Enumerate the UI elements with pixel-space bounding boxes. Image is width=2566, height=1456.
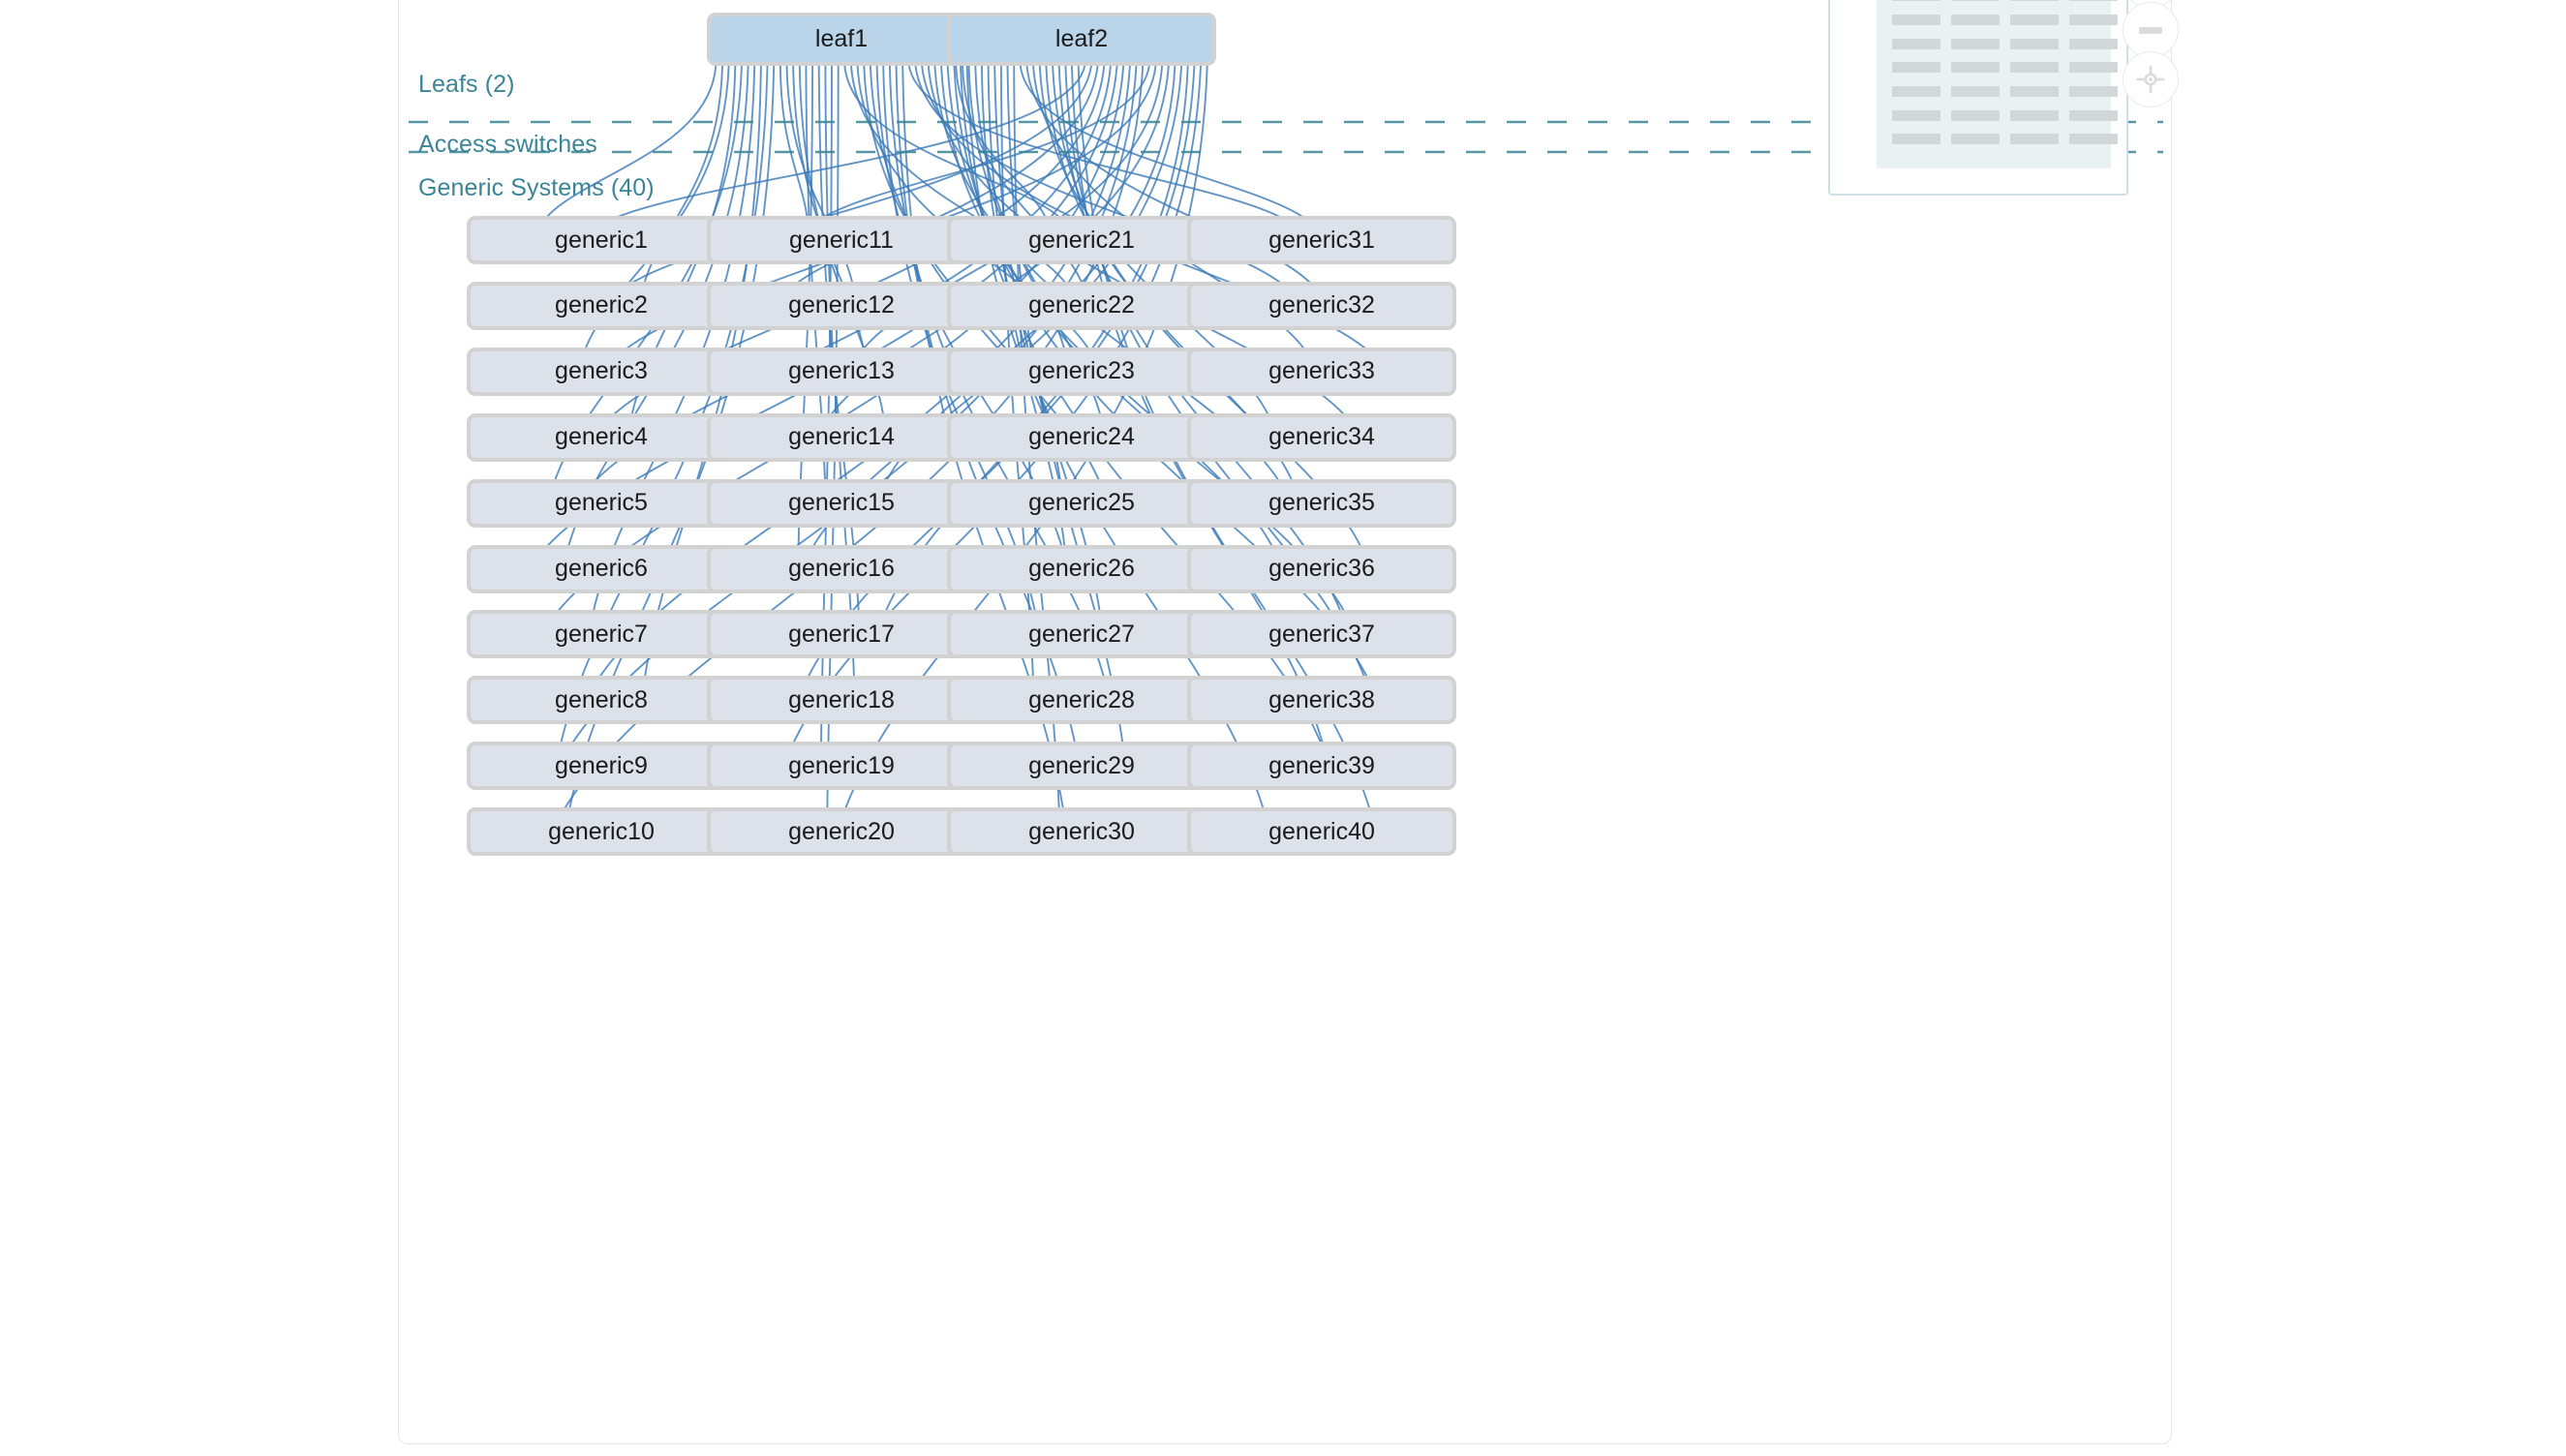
- generic-system-node[interactable]: generic8: [467, 676, 736, 725]
- minimap-generic-cell: [1951, 85, 2000, 97]
- minimap-generic-cell: [1892, 0, 1940, 2]
- topology-link: [1006, 65, 1124, 744]
- generic-system-node[interactable]: generic11: [707, 216, 976, 264]
- generic-system-node[interactable]: generic13: [707, 347, 976, 396]
- minimap-generic-cell: [2069, 109, 2118, 121]
- generic-system-node[interactable]: generic22: [947, 281, 1216, 330]
- generic-system-node[interactable]: generic35: [1187, 478, 1456, 528]
- generic-system-node[interactable]: generic19: [707, 742, 976, 791]
- minimap-generic-cell: [2069, 85, 2118, 97]
- generic-system-node[interactable]: generic18: [707, 676, 976, 725]
- generic-system-node[interactable]: generic2: [467, 281, 736, 330]
- leaf-node-leaf2[interactable]: leaf2: [947, 13, 1216, 66]
- generic-system-node[interactable]: generic26: [947, 544, 1216, 593]
- generic-system-node[interactable]: generic20: [707, 807, 976, 857]
- minimap-generic-cell: [2069, 62, 2118, 74]
- topology-link: [822, 65, 1150, 219]
- minimap-generic-cell: [2069, 38, 2118, 49]
- generic-system-node[interactable]: generic15: [707, 478, 976, 528]
- minimap-generic-cell: [1892, 85, 1940, 97]
- minimap-generic-cell: [1951, 0, 2000, 2]
- minimap-generic-cell: [1951, 14, 2000, 25]
- generic-system-node[interactable]: generic36: [1187, 544, 1456, 593]
- crosshair-icon: [2136, 65, 2165, 94]
- minimap-generic-cell: [2010, 85, 2059, 97]
- leaf-node-leaf1[interactable]: leaf1: [707, 13, 976, 66]
- generic-system-node[interactable]: generic7: [467, 610, 736, 659]
- minimap-generic-cell: [2010, 134, 2059, 145]
- minimap-generic-cell: [1951, 134, 2000, 145]
- topology-minimap[interactable]: [1828, 0, 2128, 196]
- topology-link: [792, 65, 1202, 744]
- generic-system-node[interactable]: generic4: [467, 412, 736, 462]
- generic-system-node[interactable]: generic25: [947, 478, 1216, 528]
- generic-system-node[interactable]: generic29: [947, 742, 1216, 791]
- minimap-generic-cell: [2010, 0, 2059, 2]
- minimap-generic-cell: [1892, 38, 1940, 49]
- topology-link: [615, 65, 1086, 219]
- layer-label-generic: Generic Systems (40): [418, 174, 655, 201]
- minimap-generic-cell: [1951, 62, 2000, 74]
- minus-icon: [2139, 26, 2162, 34]
- layer-label-leafs: Leafs (2): [418, 71, 515, 98]
- minimap-generic-cell: [1951, 109, 2000, 121]
- generic-system-node[interactable]: generic32: [1187, 281, 1456, 330]
- generic-system-node[interactable]: generic17: [707, 610, 976, 659]
- minimap-generic-cell: [2010, 109, 2059, 121]
- topology-link: [1071, 65, 1325, 744]
- generic-system-node[interactable]: generic37: [1187, 610, 1456, 659]
- topology-link: [955, 65, 1047, 219]
- layer-divider-lines: [409, 120, 2163, 154]
- topology-link: [570, 65, 1138, 744]
- generic-system-node[interactable]: generic38: [1187, 676, 1456, 725]
- generic-system-node[interactable]: generic39: [1187, 742, 1456, 791]
- generic-system-node[interactable]: generic5: [467, 478, 736, 528]
- minimap-generic-cell: [2010, 14, 2059, 25]
- generic-system-node[interactable]: generic33: [1187, 347, 1456, 396]
- topology-link: [820, 65, 833, 744]
- layer-label-access: Access switches: [418, 131, 597, 158]
- generic-system-node[interactable]: generic16: [707, 544, 976, 593]
- generic-system-node[interactable]: generic10: [467, 807, 736, 857]
- recenter-button[interactable]: [2123, 51, 2179, 107]
- minimap-generic-cell: [1892, 109, 1940, 121]
- topology-link: [779, 65, 809, 219]
- minimap-viewport: [1877, 0, 2118, 168]
- generic-system-node[interactable]: generic1: [467, 216, 736, 264]
- generic-system-node[interactable]: generic3: [467, 347, 736, 396]
- generic-system-node[interactable]: generic6: [467, 544, 736, 593]
- generic-system-node[interactable]: generic27: [947, 610, 1216, 659]
- minimap-generic-cell: [2069, 14, 2118, 25]
- generic-system-node[interactable]: generic28: [947, 676, 1216, 725]
- minimap-generic-cell: [2010, 62, 2059, 74]
- generic-system-node[interactable]: generic9: [467, 742, 736, 791]
- generic-system-node[interactable]: generic31: [1187, 216, 1456, 264]
- zoom-out-button[interactable]: [2123, 2, 2179, 58]
- minimap-generic-cell: [1892, 14, 1940, 25]
- minimap-generic-cell: [1892, 62, 1940, 74]
- generic-system-node[interactable]: generic30: [947, 807, 1216, 857]
- minimap-generic-cell: [2069, 0, 2118, 2]
- generic-system-node[interactable]: generic21: [947, 216, 1216, 264]
- topology-link: [545, 65, 718, 219]
- generic-system-node[interactable]: generic34: [1187, 412, 1456, 462]
- generic-system-node[interactable]: generic24: [947, 412, 1216, 462]
- topology-link: [895, 65, 1077, 744]
- minimap-generic-cell: [2010, 38, 2059, 49]
- generic-system-node[interactable]: generic14: [707, 412, 976, 462]
- generic-system-node[interactable]: generic12: [707, 281, 976, 330]
- minimap-generic-cell: [1892, 134, 1940, 145]
- generic-system-node[interactable]: generic40: [1187, 807, 1456, 857]
- minimap-generic-cell: [2069, 134, 2118, 145]
- topology-link: [560, 65, 769, 744]
- minimap-generic-cell: [1951, 38, 2000, 49]
- topology-link: [592, 65, 756, 613]
- generic-system-node[interactable]: generic23: [947, 347, 1216, 396]
